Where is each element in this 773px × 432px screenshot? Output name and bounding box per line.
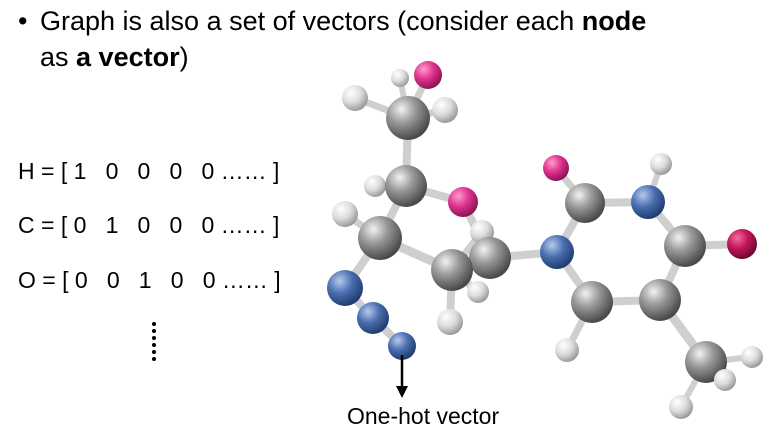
- bullet-text-part2: as: [40, 42, 77, 72]
- atom-hydrogen: [669, 395, 693, 419]
- atom-carbon: [685, 341, 727, 383]
- atom-hydrogen: [332, 201, 358, 227]
- atom-carbon: [358, 216, 402, 260]
- bullet-dot: •: [18, 6, 28, 36]
- vector-c: C = [ 0 1 0 0 0 …… ]: [18, 212, 280, 238]
- vertical-ellipsis: [152, 322, 158, 364]
- atom-nitrogen: [388, 332, 416, 360]
- atom-hydrogen: [714, 369, 736, 391]
- atom-oxygen: [414, 61, 442, 89]
- caption-one-hot-vector: One-hot vector: [347, 403, 500, 429]
- atom-nitrogen: [327, 270, 363, 306]
- atom-hydrogen: [364, 175, 386, 197]
- atom-hydrogen: [741, 346, 763, 368]
- atom-oxygen: [448, 187, 478, 217]
- atom-carbon: [431, 249, 473, 291]
- atom-carbon: [565, 183, 605, 223]
- atom-hydrogen: [391, 69, 409, 87]
- atom-hydrogen: [650, 153, 672, 175]
- atom-carbon: [571, 281, 613, 323]
- vector-h: H = [ 1 0 0 0 0 …… ]: [18, 158, 280, 184]
- atom-nitrogen: [540, 235, 574, 269]
- bullet-text-line-1: • Graph is also a set of vectors (conside…: [18, 4, 758, 38]
- atom-nitrogen: [631, 185, 665, 219]
- bullet-bold-vector: a vector: [76, 42, 180, 72]
- atom-hydrogen: [432, 97, 458, 123]
- bullet-text-line-2: as a vector): [40, 40, 189, 74]
- atom-hydrogen: [342, 85, 368, 111]
- atom-carbon: [664, 225, 706, 267]
- bullet-text-part3: ): [179, 42, 189, 72]
- bullet-bold-node: node: [581, 6, 647, 36]
- down-arrow-icon: [396, 355, 408, 398]
- atom-carbon: [469, 237, 511, 279]
- atom-carbon: [386, 96, 430, 140]
- atom-hydrogen: [437, 309, 463, 335]
- bullet-text-part1: Graph is also a set of vectors (consider…: [40, 6, 582, 36]
- atom-oxygen-double-bond: [727, 229, 757, 259]
- atom-carbon: [385, 165, 427, 207]
- atom-carbon: [639, 279, 681, 321]
- atoms: [327, 61, 763, 419]
- atom-hydrogen: [467, 281, 489, 303]
- atom-nitrogen: [357, 302, 389, 334]
- vector-o: O = [ 0 0 1 0 0 …… ]: [18, 267, 281, 293]
- atom-hydrogen: [555, 338, 579, 362]
- atom-oxygen: [543, 155, 569, 181]
